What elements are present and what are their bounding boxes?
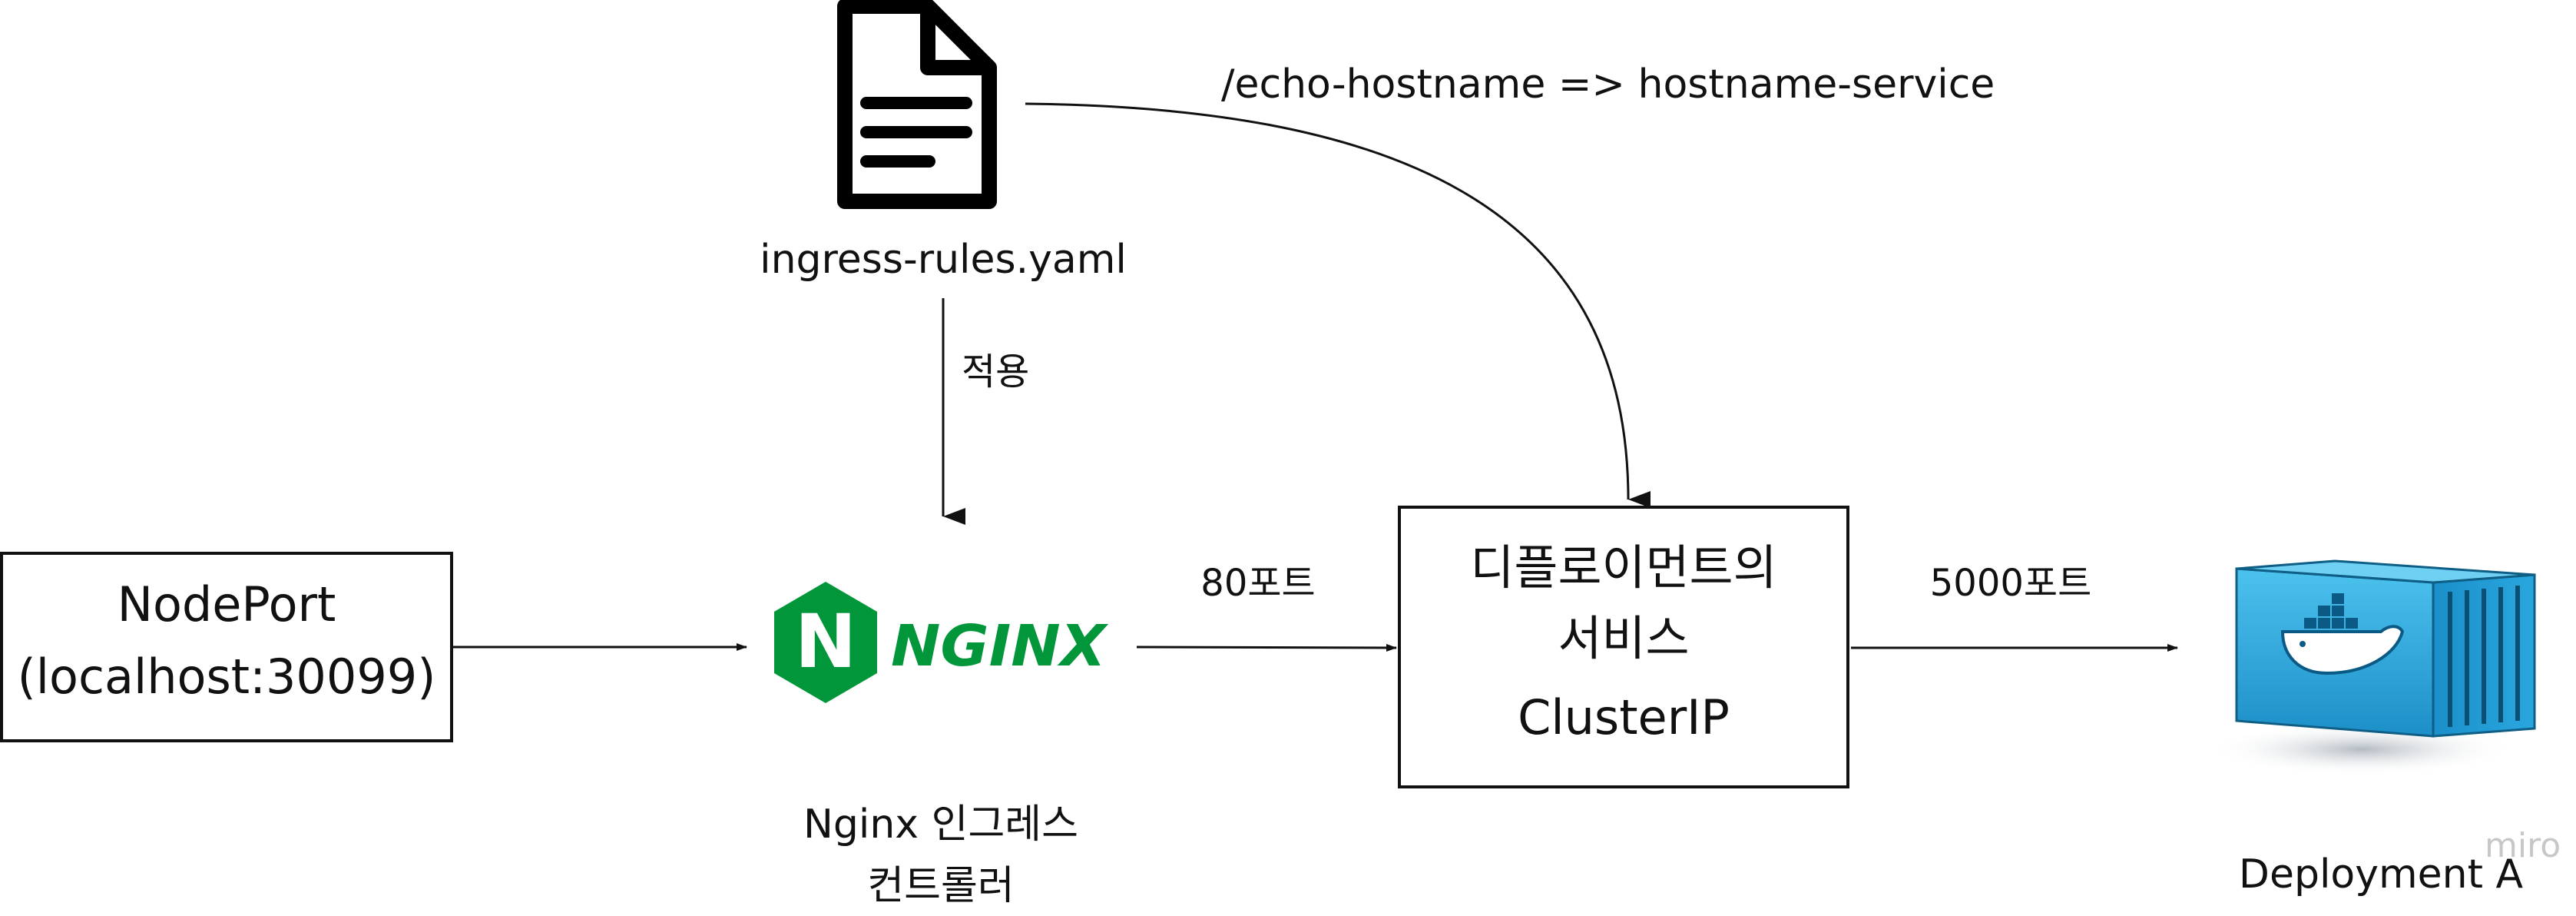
nginx-to-service-arrow <box>1136 643 1397 652</box>
deployment-container-icon[interactable] <box>2208 559 2536 775</box>
nginx-hexagon-letter: N <box>795 599 856 685</box>
nodeport-box <box>0 552 453 742</box>
docker-whale-icon <box>2280 593 2405 675</box>
nginx-wordmark: NGINX <box>891 613 1109 679</box>
nodeport-address: (localhost:30099) <box>18 649 436 705</box>
service-box <box>1398 506 1849 788</box>
nginx-hexagon-icon <box>774 582 877 703</box>
port-5000-label: 5000포트 <box>1930 562 2091 605</box>
nginx-caption-line1: Nginx 인그레스 <box>803 802 1078 848</box>
apply-label: 적용 <box>962 350 1029 393</box>
nodeport-title: NodePort <box>118 576 336 632</box>
miro-watermark: miro <box>2485 826 2561 865</box>
document-icon[interactable] <box>837 0 997 209</box>
service-title-line1: 디플로이먼트의 <box>1470 539 1776 596</box>
nginx-logo[interactable]: N NGINX <box>774 582 1109 703</box>
deployment-label: Deployment A <box>2239 851 2524 898</box>
service-title-line2: 서비스 <box>1558 610 1689 666</box>
service-type: ClusterIP <box>1518 689 1730 745</box>
rule-label: /echo-hostname => hostname-service <box>1221 61 1995 108</box>
nginx-caption-line2: 컨트롤러 <box>867 863 1014 909</box>
port-80-label: 80포트 <box>1200 562 1315 605</box>
yaml-file-label: ingress-rules.yaml <box>760 237 1127 283</box>
service-node[interactable]: 디플로이먼트의 서비스 ClusterIP <box>1398 506 1849 788</box>
rule-arrow <box>1025 102 1651 508</box>
nodeport-node[interactable]: NodePort (localhost:30099) <box>0 552 453 742</box>
